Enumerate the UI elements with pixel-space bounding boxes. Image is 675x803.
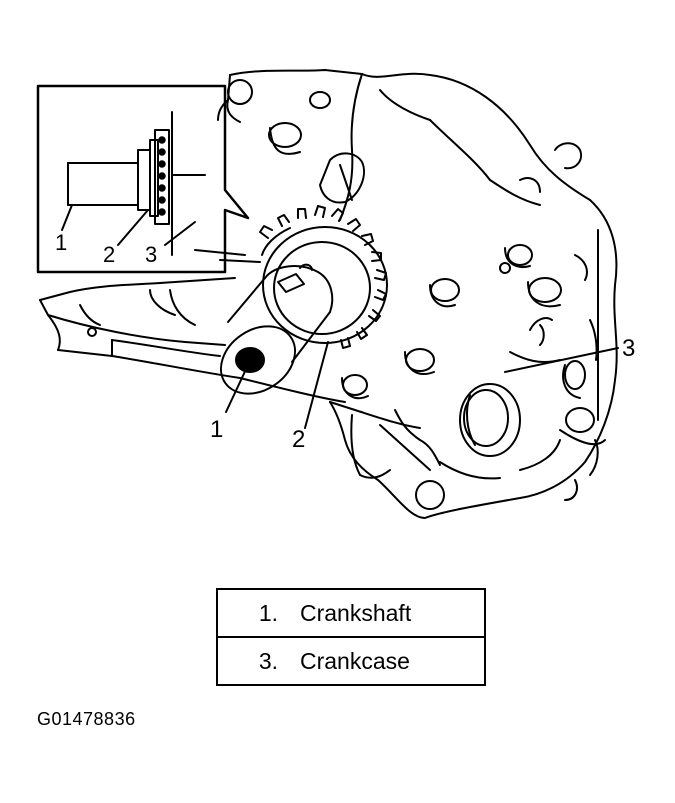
crankcase-illustration xyxy=(39,69,618,519)
legend-row: 1. Crankshaft xyxy=(218,590,484,636)
main-callout-3: 3 xyxy=(622,335,635,362)
legend-label: Crankshaft xyxy=(300,599,412,626)
leader-line-2 xyxy=(304,341,329,429)
leader-line-3 xyxy=(504,347,619,373)
legend-table: 1. Crankshaft 3. Crankcase xyxy=(216,588,486,686)
leader-line-1 xyxy=(225,364,249,413)
main-callout-2: 2 xyxy=(292,426,305,453)
inset-callout-3: 3 xyxy=(145,242,157,267)
inset-callout-2: 2 xyxy=(103,242,115,267)
crankshaft-end xyxy=(219,263,334,395)
figure-id: G01478836 xyxy=(37,709,136,729)
inset-callout-1: 1 xyxy=(55,230,67,255)
legend-number: 3. xyxy=(258,647,278,674)
legend-number: 1. xyxy=(258,599,278,626)
main-callout-1: 1 xyxy=(210,416,223,443)
crankshaft-sprocket xyxy=(259,205,388,349)
legend-row: 3. Crankcase xyxy=(218,636,484,684)
legend-label: Crankcase xyxy=(300,647,410,674)
inset-detail xyxy=(36,84,250,274)
